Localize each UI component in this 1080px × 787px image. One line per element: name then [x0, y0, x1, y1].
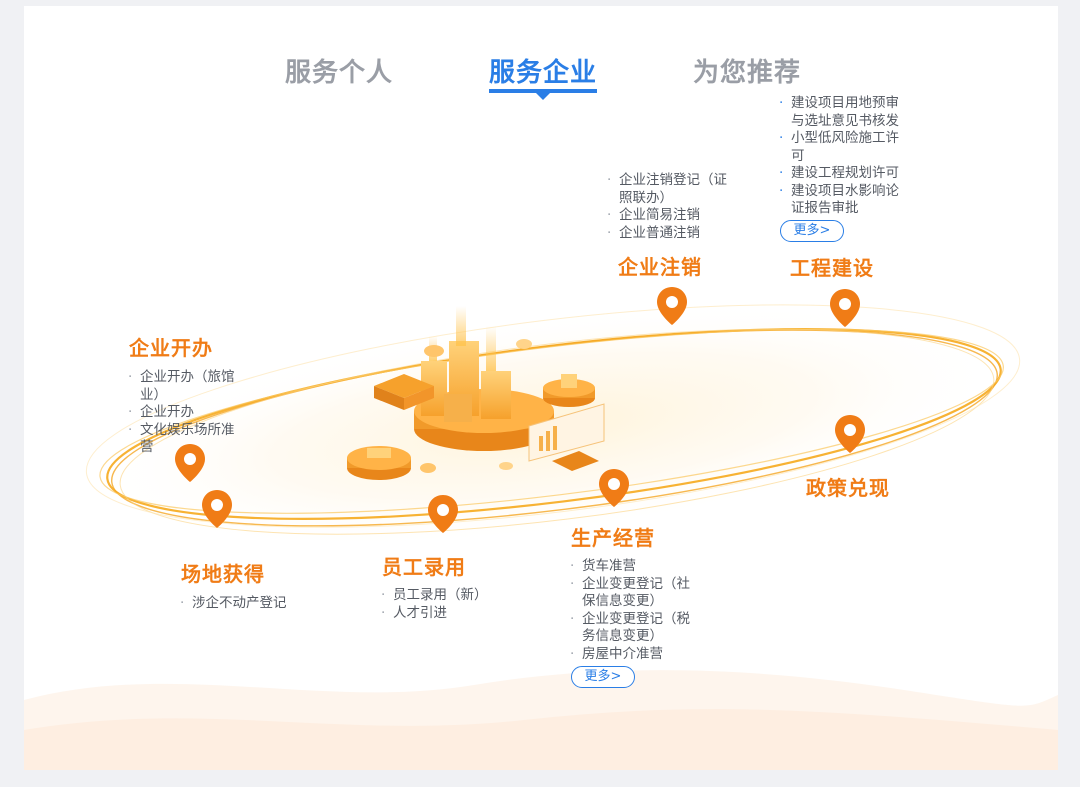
- service-item[interactable]: 企业变更登记（社保信息变更）: [570, 576, 698, 611]
- service-item[interactable]: 货车准营: [570, 558, 698, 576]
- service-item[interactable]: 文化娱乐场所准营: [128, 422, 246, 457]
- service-item[interactable]: 人才引进: [381, 605, 531, 623]
- service-item[interactable]: 涉企不动产登记: [180, 595, 330, 613]
- location-pin-icon-shengchan-jingying[interactable]: [598, 468, 630, 508]
- service-item[interactable]: 企业普通注销: [607, 225, 737, 243]
- city-illustration: [347, 306, 605, 480]
- category-title-qiye-kaiban[interactable]: 企业开办: [129, 336, 213, 360]
- location-pin-icon-gongcheng-jianshe[interactable]: [829, 288, 861, 328]
- category-title-yuangong-luyong[interactable]: 员工录用: [382, 555, 466, 579]
- location-pin-icon-zhengce-duixian[interactable]: [834, 414, 866, 454]
- service-item[interactable]: 小型低风险施工许可: [779, 130, 909, 165]
- service-list-shengchan-jingying: 货车准营 企业变更登记（社保信息变更） 企业变更登记（税务信息变更） 房屋中介准…: [570, 558, 698, 663]
- category-title-gongcheng-jianshe[interactable]: 工程建设: [790, 256, 874, 280]
- service-list-qiye-kaiban: 企业开办（旅馆业） 企业开办 文化娱乐场所准营: [128, 369, 246, 457]
- service-item[interactable]: 房屋中介准营: [570, 646, 698, 664]
- service-item[interactable]: 企业开办: [128, 404, 246, 422]
- service-list-changdi-huode: 涉企不动产登记: [180, 595, 330, 613]
- tab-enterprise-label: 服务企业: [489, 58, 598, 88]
- service-list-qiye-zhuxiao: 企业注销登记（证照联办） 企业简易注销 企业普通注销: [607, 172, 737, 242]
- service-item[interactable]: 建设项目用地预审与选址意见书核发: [779, 95, 909, 130]
- service-list-yuangong-luyong: 员工录用（新） 人才引进: [381, 587, 531, 622]
- background-waves: [24, 670, 1058, 770]
- more-button-gongcheng-jianshe[interactable]: 更多>: [780, 220, 844, 242]
- service-item[interactable]: 企业简易注销: [607, 207, 737, 225]
- active-tab-caret: [536, 93, 550, 100]
- service-item[interactable]: 建设工程规划许可: [779, 165, 909, 183]
- location-pin-icon-changdi-huode[interactable]: [201, 489, 233, 529]
- service-item[interactable]: 企业变更登记（税务信息变更）: [570, 611, 698, 646]
- tab-bar: 服务个人 服务企业 为您推荐: [24, 52, 1058, 102]
- location-pin-icon-yuangong-luyong[interactable]: [427, 494, 459, 534]
- service-item[interactable]: 企业开办（旅馆业）: [128, 369, 246, 404]
- location-pin-icon-qiye-zhuxiao[interactable]: [656, 286, 688, 326]
- service-item[interactable]: 建设项目水影响论证报告审批: [779, 183, 909, 218]
- more-button-shengchan-jingying[interactable]: 更多>: [571, 666, 635, 688]
- category-title-zhengce-duixian[interactable]: 政策兑现: [806, 476, 890, 500]
- service-item[interactable]: 企业注销登记（证照联办）: [607, 172, 737, 207]
- service-item[interactable]: 员工录用（新）: [381, 587, 531, 605]
- service-card: 服务个人 服务企业 为您推荐: [24, 6, 1058, 770]
- orbit-illustration: [85, 303, 1021, 549]
- category-title-changdi-huode[interactable]: 场地获得: [181, 562, 265, 586]
- category-title-qiye-zhuxiao[interactable]: 企业注销: [618, 255, 702, 279]
- tab-personal-services[interactable]: 服务个人: [285, 58, 394, 88]
- tab-enterprise-services[interactable]: 服务企业: [489, 52, 598, 100]
- service-list-gongcheng-jianshe: 建设项目用地预审与选址意见书核发 小型低风险施工许可 建设工程规划许可 建设项目…: [779, 95, 909, 218]
- active-tab-underline: [489, 89, 598, 93]
- category-title-shengchan-jingying[interactable]: 生产经营: [571, 526, 655, 550]
- tab-recommended[interactable]: 为您推荐: [693, 58, 802, 88]
